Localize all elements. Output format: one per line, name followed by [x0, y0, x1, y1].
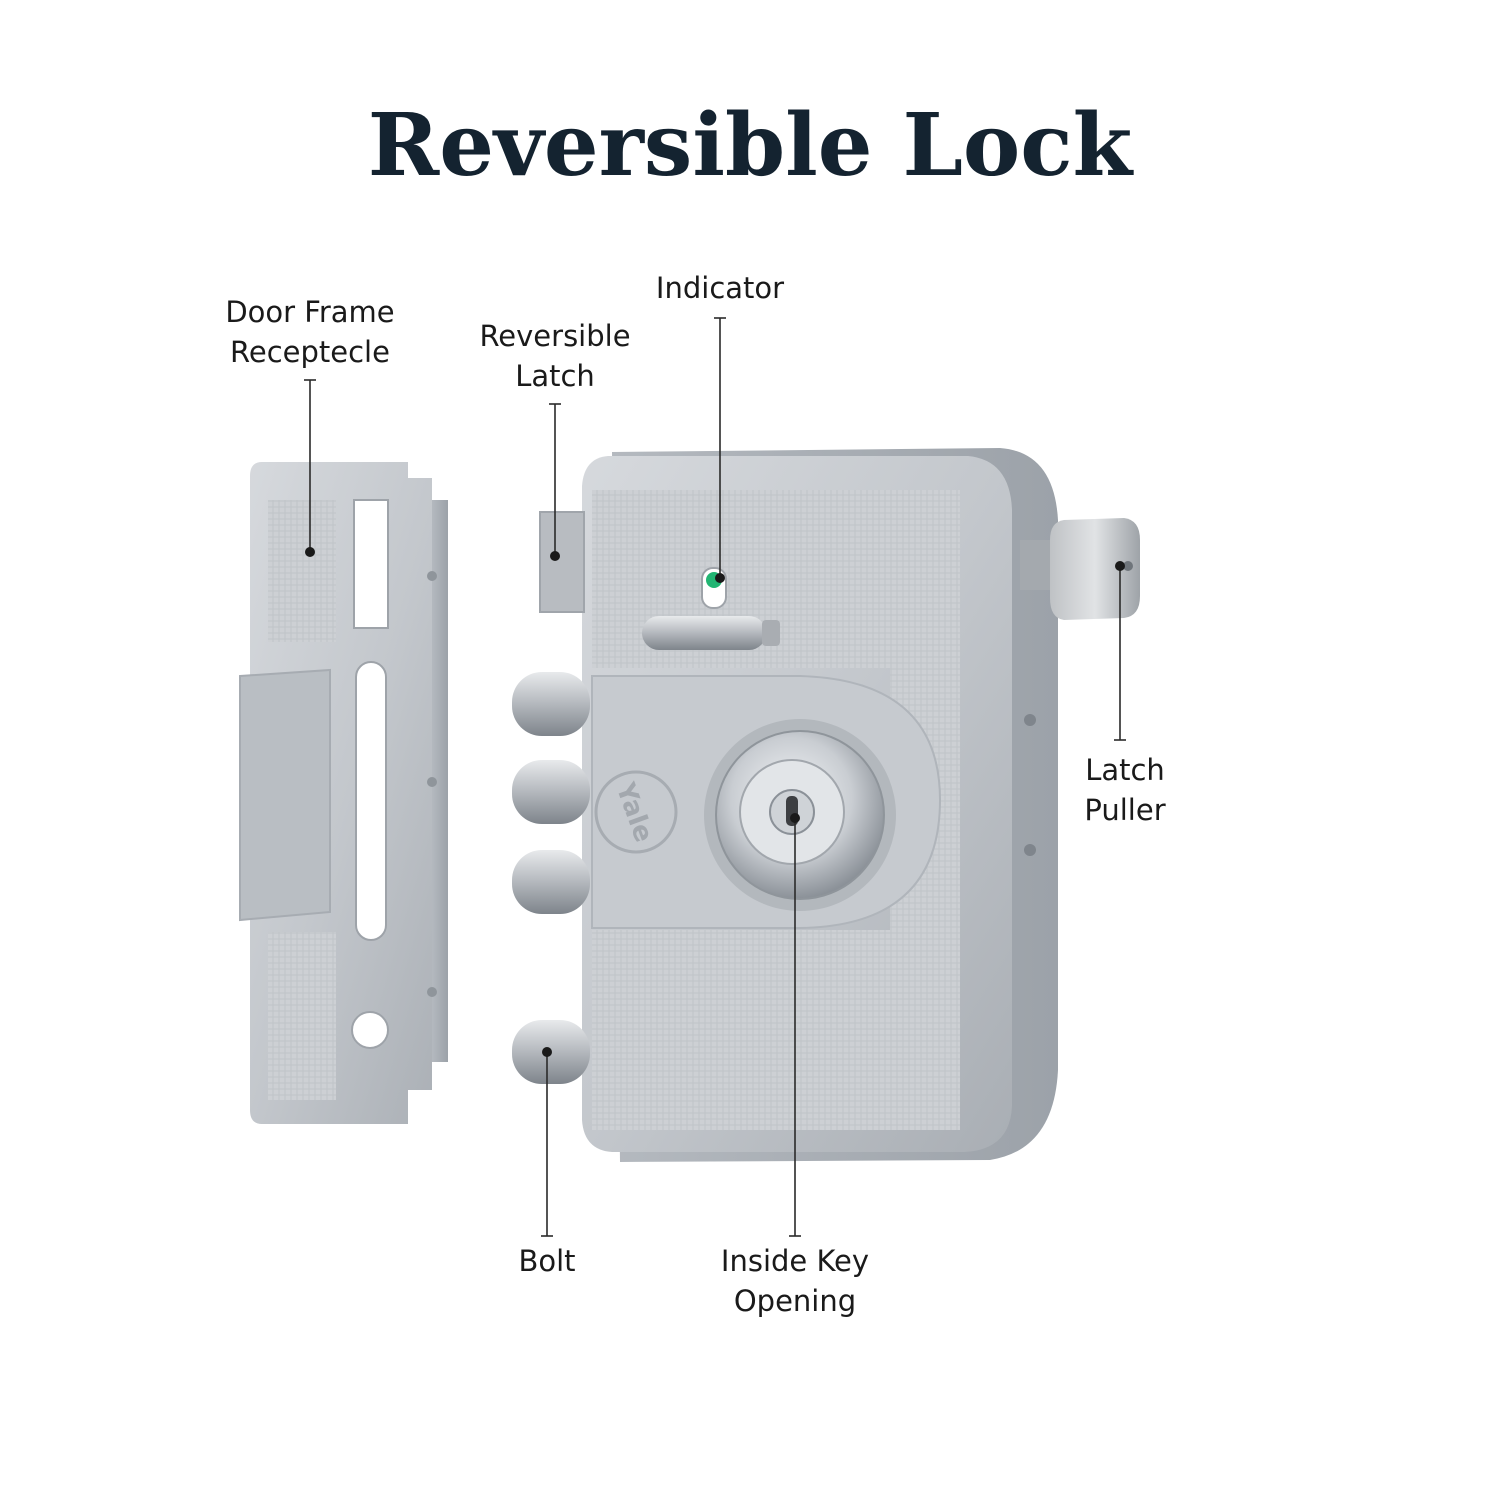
frame-round-hole [351, 1011, 389, 1049]
frame-strike-plate [239, 668, 331, 922]
label-door-frame-receptacle: Door Frame Receptecle [210, 292, 410, 372]
reversible-latch [539, 511, 585, 613]
label-indicator: Indicator [620, 268, 820, 308]
label-inside-key-opening: Inside Key Opening [665, 1241, 925, 1321]
frame-latch-slot [353, 499, 389, 629]
page-title: Reversible Lock [367, 95, 1133, 196]
label-line: Door Frame [225, 295, 395, 329]
label-line: Puller [1084, 793, 1166, 827]
label-line: Receptecle [230, 335, 390, 369]
label-bolt: Bolt [447, 1241, 647, 1281]
callout-dots [305, 547, 1125, 1057]
bolt-2 [512, 760, 590, 824]
label-reversible-latch: Reversible Latch [455, 316, 655, 396]
label-line: Latch [1085, 753, 1165, 787]
label-line: Latch [515, 359, 595, 393]
label-line: Reversible [479, 319, 631, 353]
label-line: Inside Key [720, 1244, 870, 1278]
bolts [512, 672, 590, 1084]
bolt-1 [512, 672, 590, 736]
door-frame-receptacle [239, 462, 448, 1124]
label-line: Opening [733, 1284, 857, 1318]
lock-textured-panel-bottom [592, 930, 960, 1130]
frame-bolt-slot [355, 661, 387, 941]
indicator-slider [642, 616, 766, 650]
key-cylinder [704, 719, 896, 911]
bolt-3 [512, 850, 590, 914]
callout-lines [304, 317, 1126, 1237]
frame-textured-panel-top [268, 500, 336, 642]
latch-puller [1020, 518, 1140, 620]
label-line: Bolt [518, 1244, 576, 1278]
label-latch-puller: Latch Puller [1025, 750, 1225, 830]
label-line: Indicator [655, 271, 785, 305]
frame-textured-panel-bottom [268, 932, 336, 1100]
